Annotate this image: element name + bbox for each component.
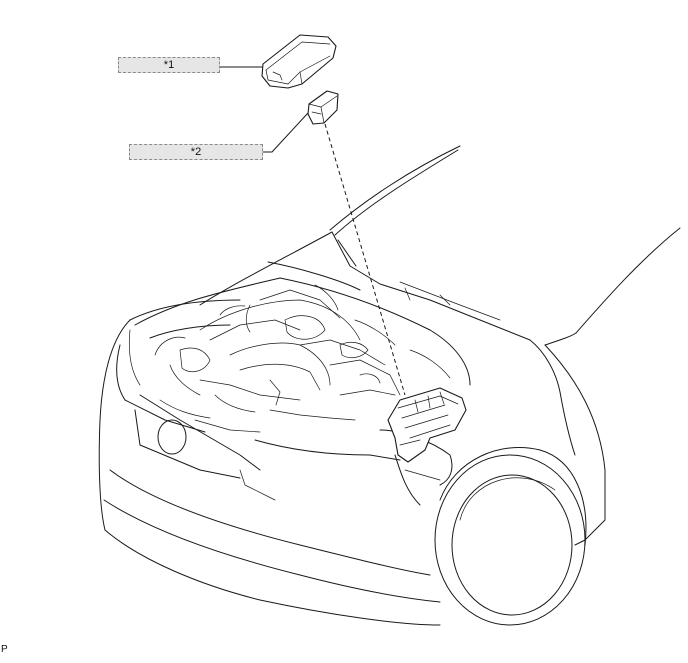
- car-body: [98, 145, 681, 626]
- part-1-cover: [261, 34, 337, 89]
- engine-bay: [134, 277, 471, 433]
- install-path-line: [324, 123, 406, 396]
- leader-line-2: [262, 112, 309, 153]
- callout-label-2: *2: [129, 144, 263, 160]
- figure-code: P: [1, 644, 8, 655]
- callout-label-1: *1: [118, 57, 220, 73]
- installed-relay-block: [387, 387, 467, 463]
- part-2-relay: [307, 90, 339, 125]
